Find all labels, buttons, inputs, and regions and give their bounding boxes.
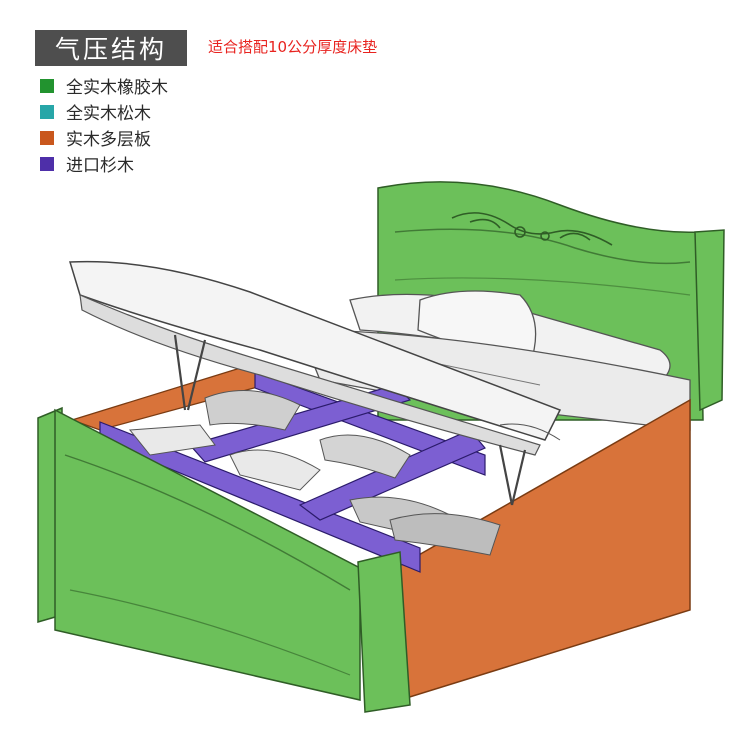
legend-swatch-pine <box>40 104 54 119</box>
legend-swatch-plywood <box>40 130 54 145</box>
footboard <box>37 406 411 713</box>
stored-clothes <box>129 390 501 556</box>
legend-item-rubberwood: 全实木橡胶木 <box>40 74 168 98</box>
title-box: 气压结构 <box>35 30 187 66</box>
legend-item-pine: 全实木松木 <box>40 100 168 124</box>
headboard-carving-ornament <box>451 212 613 246</box>
legend-label: 进口杉木 <box>66 156 134 176</box>
legend-swatch-fir <box>40 156 54 171</box>
lifted-mattress-board <box>69 260 562 456</box>
gas-struts <box>173 334 527 506</box>
material-legend: 全实木橡胶木 全实木松木 实木多层板 进口杉木 <box>40 74 168 178</box>
subtitle: 适合搭配10公分厚度床垫 <box>208 38 378 56</box>
legend-item-plywood: 实木多层板 <box>40 126 168 150</box>
legend-label: 全实木松木 <box>66 104 151 124</box>
legend-swatch-rubberwood <box>40 78 54 93</box>
legend-label: 全实木橡胶木 <box>66 78 168 98</box>
legend-label: 实木多层板 <box>66 130 151 150</box>
page-title: 气压结构 <box>54 35 167 64</box>
legend-item-fir: 进口杉木 <box>40 152 168 176</box>
